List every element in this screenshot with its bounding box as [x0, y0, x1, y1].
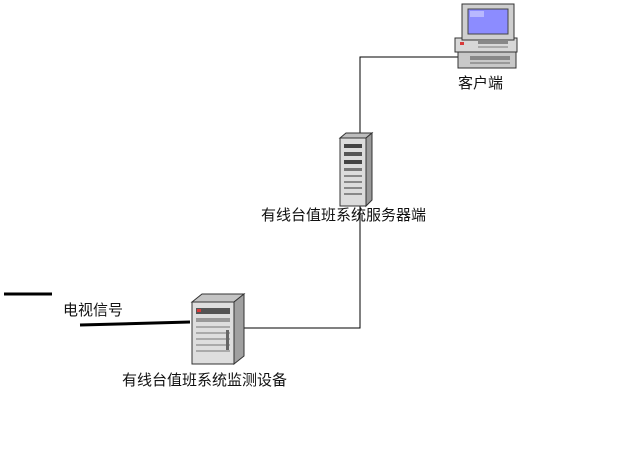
- desktop-computer-icon: [454, 3, 518, 69]
- tv-signal-label: 电视信号: [63, 301, 124, 319]
- server-cabinet-icon: [190, 292, 246, 366]
- monitor-device-label: 有线台值班系统监测设备: [122, 371, 288, 389]
- client-label: 客户端: [458, 74, 504, 92]
- signal-line-bottom: [79, 320, 191, 327]
- line-monitor-to-server: [240, 206, 361, 329]
- line-server-to-client: [359, 56, 462, 133]
- tower-server-icon: [338, 131, 374, 208]
- server-label: 有线台值班系统服务器端: [261, 206, 427, 224]
